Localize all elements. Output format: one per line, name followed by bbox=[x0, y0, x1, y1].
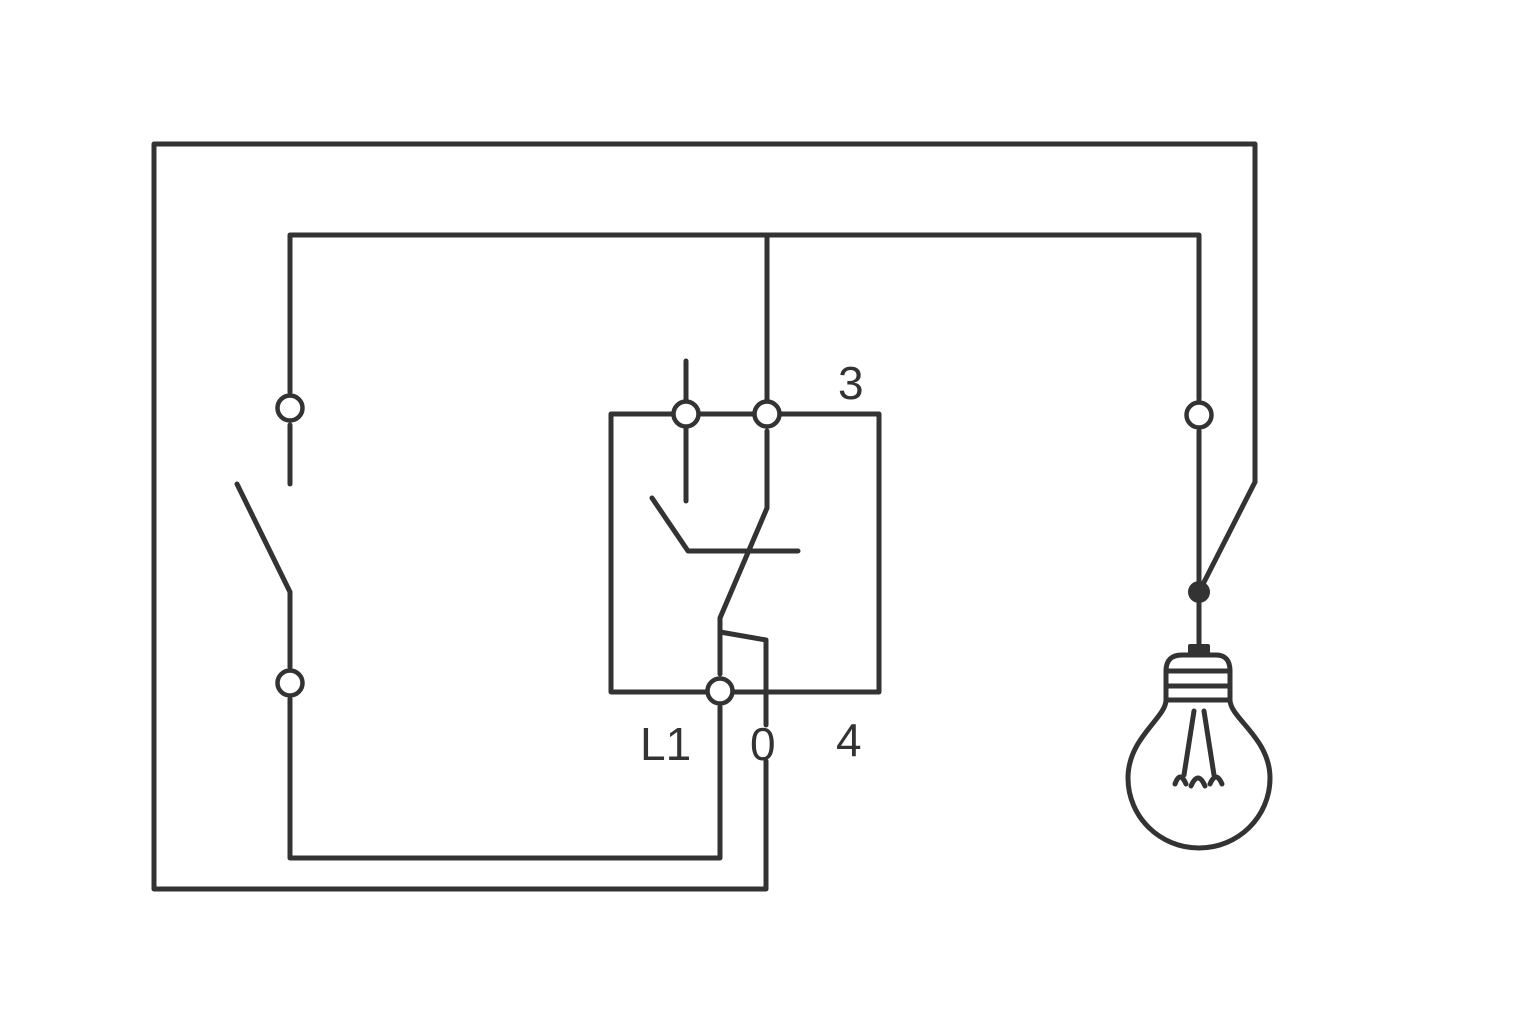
terminal-0-label: 0 bbox=[750, 718, 776, 770]
terminal-3-label: 3 bbox=[838, 357, 864, 409]
outer-loop-wire bbox=[151, 141, 1258, 892]
module-box bbox=[608, 411, 882, 695]
terminal-l1-label: L1 bbox=[640, 718, 691, 770]
top-wire bbox=[287, 232, 1202, 402]
module-neutral-link bbox=[717, 629, 769, 728]
switch-module bbox=[608, 358, 882, 728]
module-contact-arm bbox=[649, 495, 801, 554]
module-terminal-l1 bbox=[705, 676, 735, 706]
external-switch bbox=[234, 393, 305, 698]
lamp-glass bbox=[1125, 697, 1273, 851]
wires bbox=[151, 141, 1258, 892]
terminal-4-label: 4 bbox=[836, 714, 862, 766]
module-terminal-3 bbox=[752, 399, 782, 429]
lamp-filament bbox=[1172, 774, 1225, 789]
switch-blade bbox=[234, 481, 293, 670]
bottom-wire bbox=[287, 696, 723, 861]
lamp-base bbox=[1163, 652, 1233, 703]
lamp-terminal bbox=[1184, 400, 1214, 430]
module-terminal-top-left bbox=[671, 399, 701, 429]
module-blade bbox=[717, 428, 770, 677]
switch-terminal-top bbox=[275, 393, 305, 423]
junction-dot bbox=[1188, 581, 1210, 603]
lamp-filament-support bbox=[1181, 708, 1197, 778]
switch-terminal-bottom bbox=[275, 668, 305, 698]
terminal-labels: 3 L1 0 4 bbox=[640, 357, 864, 770]
light-bulb-icon bbox=[1125, 400, 1273, 851]
lamp-filament-support-right bbox=[1201, 708, 1217, 778]
lamp-branch-wire bbox=[1196, 479, 1258, 595]
